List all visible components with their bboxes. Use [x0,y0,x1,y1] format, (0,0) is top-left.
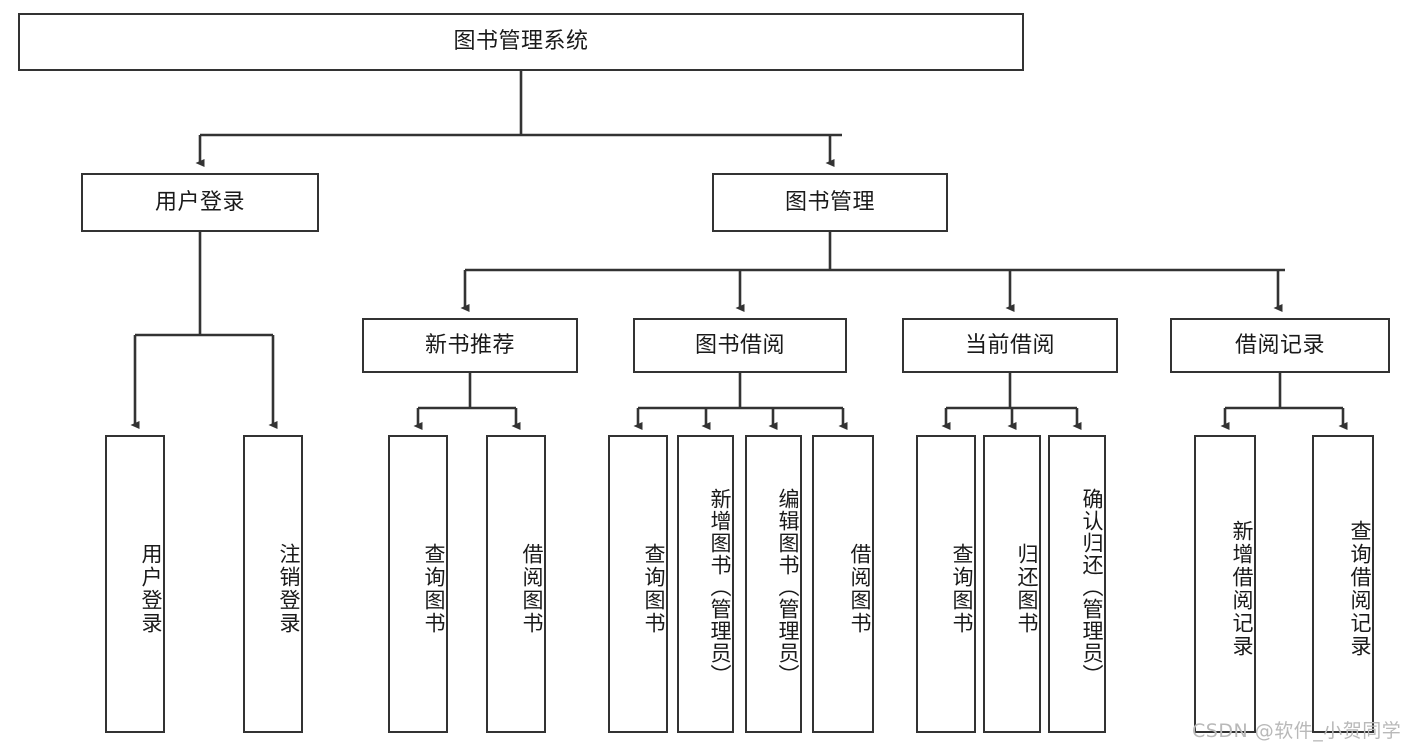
node-leaf-query-book-current-label: 查询图书 [950,543,974,635]
node-new-book-recommend-label: 新书推荐 [424,332,515,358]
node-leaf-query-book-borrow-label: 查询图书 [642,543,666,635]
node-book-management-label: 图书管理 [784,189,875,215]
node-current-borrow[interactable]: 当前借阅 [902,318,1118,373]
node-leaf-add-borrow-record-label: 新增借阅记录 [1230,520,1254,658]
node-leaf-borrow-book-label: 借阅图书 [848,543,872,635]
node-borrow-record[interactable]: 借阅记录 [1170,318,1390,373]
node-leaf-confirm-return-admin[interactable]: 确认归还（管理员） [1048,435,1106,733]
node-leaf-add-book-admin-label: 新增图书（管理员） [708,488,732,686]
node-borrow-record-label: 借阅记录 [1234,332,1325,358]
csdn-watermark: CSDN @软件_小贺同学 [1192,720,1402,742]
node-root[interactable]: 图书管理系统 [18,13,1024,71]
node-leaf-borrow-book-recommend-label: 借阅图书 [520,543,544,635]
node-leaf-add-book-admin[interactable]: 新增图书（管理员） [677,435,734,733]
node-root-label: 图书管理系统 [453,29,589,55]
node-leaf-borrow-book[interactable]: 借阅图书 [812,435,874,733]
node-leaf-logout-login[interactable]: 注销登录 [243,435,303,733]
node-leaf-query-borrow-record[interactable]: 查询借阅记录 [1312,435,1374,733]
node-book-borrow[interactable]: 图书借阅 [633,318,847,373]
node-leaf-query-book-recommend-label: 查询图书 [422,543,446,635]
node-leaf-logout-login-label: 注销登录 [277,543,301,635]
node-leaf-query-book-borrow[interactable]: 查询图书 [608,435,668,733]
node-leaf-query-book-recommend[interactable]: 查询图书 [388,435,448,733]
node-leaf-edit-book-admin-label: 编辑图书（管理员） [776,488,800,686]
node-leaf-add-borrow-record[interactable]: 新增借阅记录 [1194,435,1256,733]
node-leaf-edit-book-admin[interactable]: 编辑图书（管理员） [745,435,802,733]
node-leaf-borrow-book-recommend[interactable]: 借阅图书 [486,435,546,733]
node-new-book-recommend[interactable]: 新书推荐 [362,318,578,373]
node-current-borrow-label: 当前借阅 [964,332,1055,358]
node-book-borrow-label: 图书借阅 [694,332,785,358]
node-leaf-confirm-return-admin-label: 确认归还（管理员） [1080,488,1104,686]
node-leaf-query-book-current[interactable]: 查询图书 [916,435,976,733]
node-book-management[interactable]: 图书管理 [712,173,948,232]
node-leaf-return-book[interactable]: 归还图书 [983,435,1041,733]
node-leaf-user-login[interactable]: 用户登录 [105,435,165,733]
node-leaf-user-login-label: 用户登录 [139,543,163,635]
node-user-login[interactable]: 用户登录 [81,173,319,232]
node-leaf-return-book-label: 归还图书 [1015,543,1039,635]
node-user-login-label: 用户登录 [154,189,245,215]
node-leaf-query-borrow-record-label: 查询借阅记录 [1348,520,1372,658]
